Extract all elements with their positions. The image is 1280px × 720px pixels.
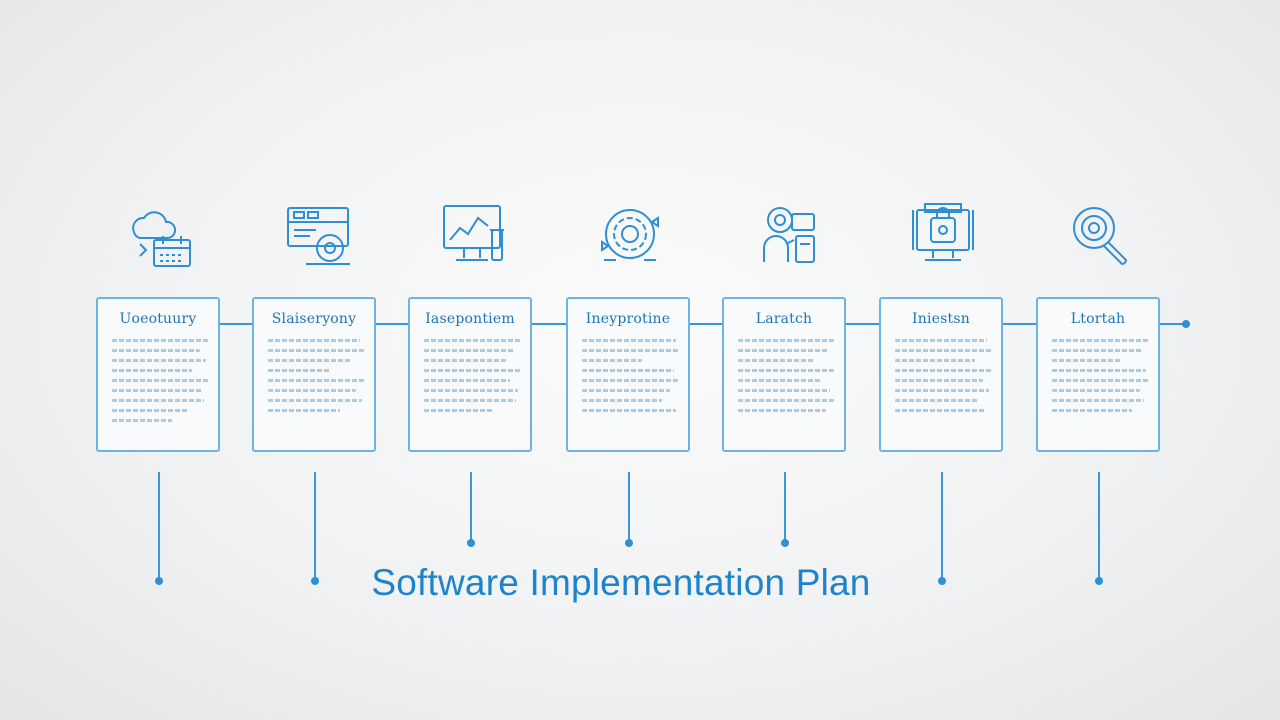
stage-card[interactable]: Ltortah <box>1036 297 1160 452</box>
stage-title: Iniestsn <box>912 311 970 327</box>
stage-1: Uoeotuury <box>96 0 224 600</box>
stage-title: Iasepontiem <box>425 311 515 327</box>
stage-connector-dot <box>781 539 789 547</box>
stage-description <box>582 339 678 429</box>
stage-connector <box>158 472 160 580</box>
stage-connector <box>314 472 316 580</box>
stage-connector-dot <box>938 577 946 585</box>
stage-4: Ineyprotine <box>566 0 694 600</box>
timeline-end-dot <box>1182 320 1190 328</box>
stage-connector <box>628 472 630 542</box>
stage-connector <box>941 472 943 580</box>
stage-connector-dot <box>311 577 319 585</box>
stage-3: Iasepontiem <box>408 0 536 600</box>
stage-connector-dot <box>1095 577 1103 585</box>
stage-2: Slaiseryony <box>252 0 380 600</box>
stage-description <box>895 339 991 429</box>
gear-cycle-icon <box>590 200 670 272</box>
cloud-calendar-icon <box>120 200 200 272</box>
stage-card[interactable]: Iniestsn <box>879 297 1003 452</box>
stage-connector-dot <box>155 577 163 585</box>
stage-description <box>1052 339 1148 429</box>
stage-card[interactable]: Iasepontiem <box>408 297 532 452</box>
stage-connector <box>1098 472 1100 580</box>
stage-connector <box>784 472 786 542</box>
stage-title: Ltortah <box>1070 311 1126 327</box>
analytics-monitor-icon <box>432 200 512 272</box>
stage-card[interactable]: Slaiseryony <box>252 297 376 452</box>
stage-description <box>112 339 208 429</box>
stage-title: Slaiseryony <box>271 311 357 327</box>
stage-connector-dot <box>467 539 475 547</box>
stage-5: Laratch <box>722 0 850 600</box>
stage-description <box>268 339 364 429</box>
page-title: Software Implementation Plan <box>371 562 871 603</box>
stage-title: Laratch <box>755 311 813 327</box>
monitor-gear-icon <box>276 200 356 272</box>
stage-card[interactable]: Ineyprotine <box>566 297 690 452</box>
stage-card[interactable]: Uoeotuury <box>96 297 220 452</box>
stage-6: Iniestsn <box>879 0 1007 600</box>
stage-card[interactable]: Laratch <box>722 297 846 452</box>
stage-connector <box>470 472 472 542</box>
stage-7: Ltortah <box>1036 0 1164 600</box>
stage-connector-dot <box>625 539 633 547</box>
person-devices-icon <box>746 200 826 272</box>
stage-description <box>738 339 834 429</box>
stage-title: Ineyprotine <box>585 311 671 327</box>
stage-title: Uoeotuury <box>119 311 197 327</box>
magnifier-icon <box>1060 200 1140 272</box>
stage-description <box>424 339 520 429</box>
secure-computer-icon <box>903 200 983 272</box>
